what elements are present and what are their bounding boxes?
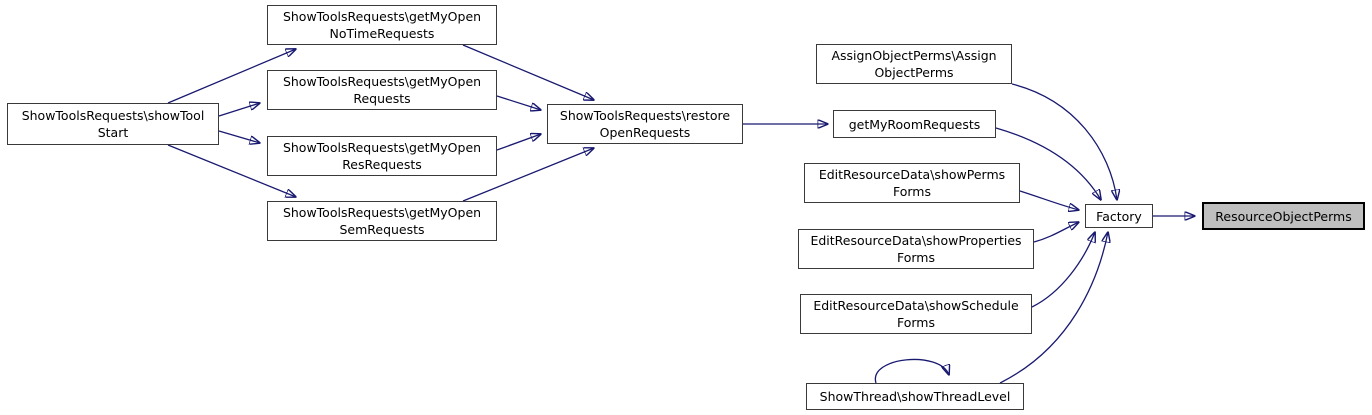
edge-showtoolstart-to-notime <box>167 49 296 104</box>
edge-threadlevel-self-loop <box>874 358 949 384</box>
edge-assign-to-factory <box>1011 83 1117 200</box>
edge-properties-to-factory <box>1033 222 1079 243</box>
edge-schedule-to-factory <box>1031 232 1095 308</box>
edge-showtoolstart-to-res <box>218 130 260 143</box>
edge-showtoolstart-to-sem <box>167 144 296 197</box>
edge-res-to-restore <box>496 134 541 151</box>
node-show-tool-start[interactable]: ShowToolsRequests\showTool Start <box>7 103 219 145</box>
edge-showtoolstart-to-requests <box>218 103 260 117</box>
edge-notime-to-restore <box>462 44 594 100</box>
node-get-my-room-requests[interactable]: getMyRoomRequests <box>833 110 996 138</box>
node-get-my-open-sem-requests[interactable]: ShowToolsRequests\getMyOpen SemRequests <box>267 201 497 241</box>
edge-roomrequests-to-factory <box>995 127 1101 200</box>
edge-threadlevel-to-factory <box>999 232 1108 384</box>
node-assign-object-perms[interactable]: AssignObjectPerms\Assign ObjectPerms <box>816 44 1012 84</box>
node-factory[interactable]: Factory <box>1085 204 1153 228</box>
node-show-perms-forms[interactable]: EditResourceData\showPerms Forms <box>804 163 1020 203</box>
edge-sem-to-restore <box>462 148 594 202</box>
edge-perms-to-factory <box>1019 190 1079 210</box>
edge-requests-to-restore <box>496 95 541 110</box>
node-resource-object-perms: ResourceObjectPerms <box>1202 202 1365 230</box>
node-show-schedule-forms[interactable]: EditResourceData\showSchedule Forms <box>800 294 1032 334</box>
node-get-my-open-requests[interactable]: ShowToolsRequests\getMyOpen Requests <box>267 70 497 110</box>
node-show-thread-level[interactable]: ShowThread\showThreadLevel <box>806 383 1024 410</box>
node-get-my-open-no-time-requests[interactable]: ShowToolsRequests\getMyOpen NoTimeReques… <box>267 5 497 45</box>
node-show-properties-forms[interactable]: EditResourceData\showProperties Forms <box>798 229 1034 269</box>
node-restore-open-requests[interactable]: ShowToolsRequests\restore OpenRequests <box>547 104 743 144</box>
node-get-my-open-res-requests[interactable]: ShowToolsRequests\getMyOpen ResRequests <box>267 136 497 176</box>
